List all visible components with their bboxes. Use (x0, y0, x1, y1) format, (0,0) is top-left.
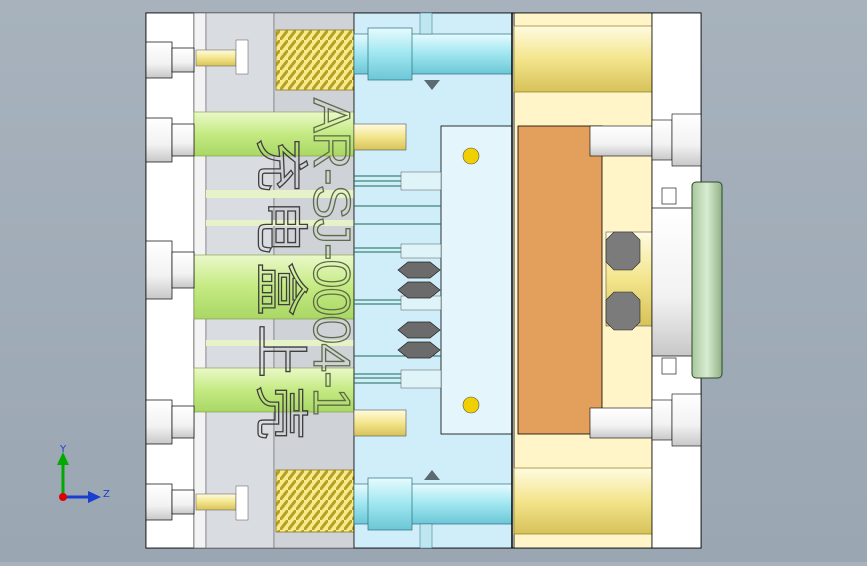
clamp-bolts-right (651, 113, 702, 447)
b-plate-guide-bushings (513, 25, 653, 535)
coordinate-triad: Y Z (57, 444, 110, 503)
ejector-pin-bands (193, 111, 355, 413)
x-axis-dot (59, 493, 67, 501)
cavity-insert-block (440, 125, 513, 435)
locating-ring (691, 181, 723, 379)
ejector-pin-heads (400, 171, 442, 389)
support-pins (353, 123, 407, 437)
part-number-engraving: AR-SJ-0004-1 (301, 97, 360, 416)
clamp-bolts-left (145, 41, 195, 521)
core-fasteners (589, 125, 653, 439)
part-name-text: 充电盒上壳 (250, 138, 310, 448)
hex-nuts (397, 261, 441, 359)
return-pins (195, 39, 249, 521)
sprue-bushing (651, 187, 693, 375)
z-axis-label: Z (103, 489, 110, 500)
core-insert (517, 125, 603, 435)
return-springs (275, 29, 355, 533)
part-number-text: AR-SJ-0004-1 (302, 98, 360, 415)
z-axis-head (88, 491, 101, 503)
y-axis-head (57, 452, 69, 465)
part-name-engraving: 充电盒上壳 (249, 137, 310, 448)
guide-pins (353, 12, 513, 549)
y-axis-label: Y (59, 444, 67, 455)
